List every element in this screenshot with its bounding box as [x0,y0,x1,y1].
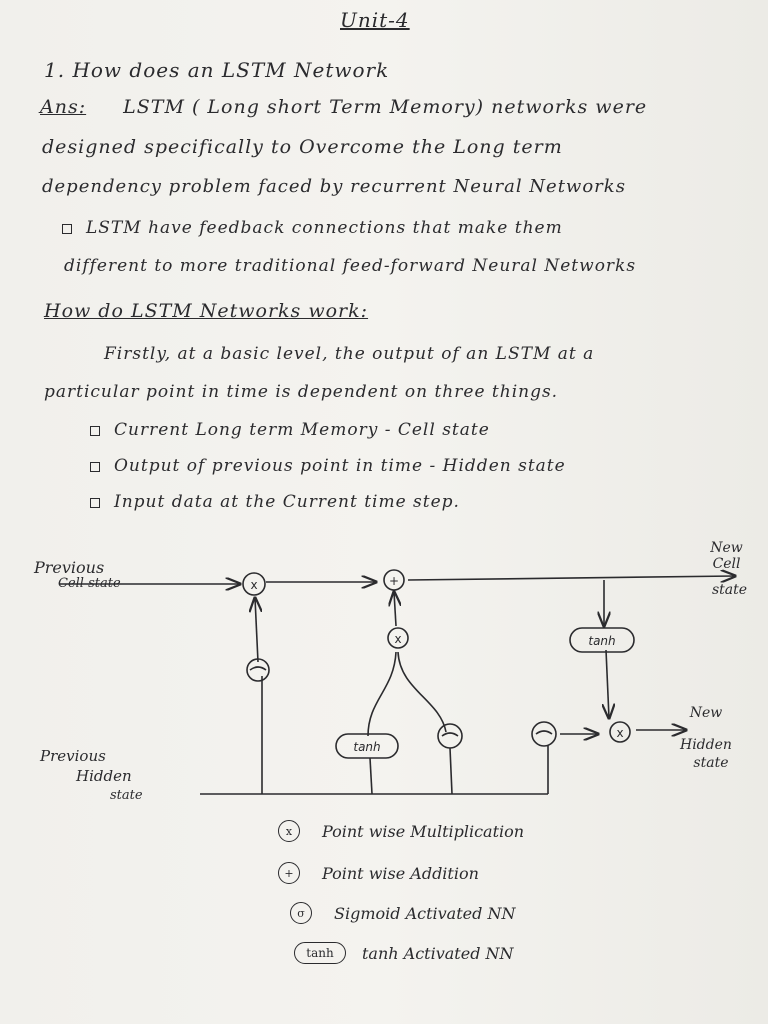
new-cell-label: New Cell state [706,540,747,598]
tanh-down-mult [606,649,609,718]
multiply-icon: x [278,820,300,842]
thing-3: Input data at the Current time step. [90,492,460,512]
legend-sigmoid-text: Sigmoid Activated NN [334,903,516,923]
bullet-box [90,497,100,508]
tanh-branch [367,651,397,737]
legend-tanh: tanh tanh Activated NN [294,942,514,964]
add-icon: + [278,862,300,884]
sigma-feed [449,747,453,795]
legend-multiply: x Point wise Multiplication [278,820,524,842]
thing-3-text: Input data at the Current time step. [114,492,460,512]
prev-hidden-label: Previous Hidden state [40,746,143,806]
how-heading: How do LSTM Networks work: [44,300,369,322]
legend-add: + Point wise Addition [278,862,479,884]
forget-to-mult [255,598,258,663]
new-cell-label-3: state [712,582,748,598]
thing-1-text: Current Long term Memory - Cell state [114,420,490,440]
question-heading: 1. How does an LSTM Network [44,58,390,82]
bullet-feedback-cont: different to more traditional feed-forwa… [64,256,637,276]
inmult-to-add [394,592,396,627]
input-sigma-circle [437,723,463,749]
answer-text-1: LSTM ( Long short Term Memory) networks … [123,96,648,118]
sigmoid-icon: σ [290,902,312,924]
new-hidden-label-2: Hidden [680,737,732,753]
bullet-box [90,461,100,472]
thing-1: Current Long term Memory - Cell state [90,420,490,440]
firstly-line-2: particular point in time is dependent on… [44,382,559,402]
firstly-line-1: Firstly, at a basic level, the output of… [104,344,595,364]
output-sigma-circle [531,721,557,747]
thing-2-text: Output of previous point in time - Hidde… [114,456,566,476]
bullet-box [62,223,72,234]
output-tanh-box [569,627,635,653]
bullet-box [90,425,100,436]
thing-2: Output of previous point in time - Hidde… [90,456,566,476]
output-mult-symbol: x [616,726,623,740]
input-tanh-box [335,733,399,759]
output-tanh-text: tanh [588,634,615,648]
legend-multiply-text: Point wise Multiplication [322,821,525,841]
new-cell-arrow [407,576,735,580]
legend-tanh-text: tanh Activated NN [362,943,514,963]
prev-cell-label: Previous Cell state [34,560,121,592]
prev-hidden-label-2: Hidden [76,767,132,785]
prev-cell-label-1: Previous [34,558,105,577]
answer-label: Ans: [40,96,87,118]
add-circle [383,569,405,591]
answer-line-1: Ans: LSTM ( Long short Term Memory) netw… [40,96,647,118]
answer-line-3: dependency problem faced by recurrent Ne… [42,176,626,197]
add-symbol: + [389,574,399,588]
legend-add-text: Point wise Addition [322,863,479,883]
lstm-diagram: x + x x tanh tanh [60,569,768,795]
output-mult-circle [609,721,631,743]
prev-hidden-label-3: state [110,788,143,803]
tanh-feed [369,757,373,795]
answer-line-2: designed specifically to Overcome the Lo… [42,136,563,158]
input-mult-symbol: x [394,632,401,646]
sigma-branch [397,651,447,733]
forget-mult-symbol: x [250,578,257,592]
new-hidden-label-1: New [689,705,723,721]
unit-title: Unit-4 [340,8,410,32]
bullet-feedback: LSTM have feedback connections that make… [62,218,563,238]
prev-cell-label-2: Cell state [58,576,121,591]
new-hidden-label-3: state [693,755,729,771]
prev-hidden-label-1: Previous [40,747,106,765]
forget-sigma-circle [246,658,270,682]
input-mult-circle [387,627,409,649]
forget-mult-circle [242,572,266,596]
tanh-icon: tanh [294,942,346,964]
new-cell-label-1: New [710,540,743,556]
new-hidden-label: New Hidden state [680,704,732,772]
legend-sigmoid: σ Sigmoid Activated NN [290,902,515,924]
new-cell-label-2: Cell [712,556,741,572]
input-tanh-text: tanh [353,740,380,754]
bullet-feedback-text: LSTM have feedback connections that make… [86,218,563,238]
